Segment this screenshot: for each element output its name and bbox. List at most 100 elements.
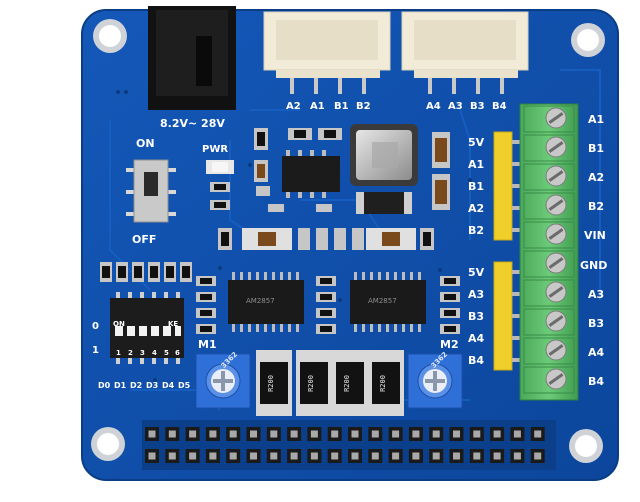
gpio-pin — [229, 452, 237, 460]
mounting-hole-bottom-right — [569, 429, 603, 463]
dip-row0-label: 0 — [92, 321, 99, 332]
dip-number: 4 — [152, 349, 157, 357]
pwr-led — [206, 160, 234, 174]
screw-slot — [548, 315, 564, 327]
dip-switch[interactable] — [110, 292, 184, 364]
terminal-slot — [523, 279, 575, 307]
gpio-pin — [371, 430, 379, 438]
dip-ke-label: KE — [168, 320, 179, 328]
pin-label: A1 — [310, 101, 325, 112]
screw-terminal-block — [519, 103, 579, 401]
pin-label: A4 — [426, 101, 441, 112]
gpio-pin — [270, 452, 278, 460]
terminal-slot — [523, 134, 575, 162]
dip-pin-label: D1 — [114, 381, 127, 390]
header-label: B4 — [468, 354, 485, 367]
terminal-label: A3 — [588, 288, 605, 301]
screw-slot — [548, 257, 564, 269]
gpio-pin — [331, 452, 339, 460]
motor-m2-label: M2 — [440, 338, 459, 351]
gpio-pin — [513, 430, 521, 438]
pin-label: A2 — [286, 101, 301, 112]
gpio-pin — [189, 452, 197, 460]
resistor-marking: R200 — [266, 375, 275, 392]
regulator-chip — [282, 150, 340, 198]
gpio-pin — [168, 430, 176, 438]
motor-connector-left — [263, 11, 391, 94]
gpio-pin — [473, 452, 481, 460]
screw-slot — [548, 344, 564, 356]
motor-connector-right — [401, 11, 529, 94]
pin-header-group-1 — [493, 131, 522, 241]
header-label: A4 — [468, 332, 485, 345]
terminal-label: A4 — [588, 346, 605, 359]
screw-slot — [548, 199, 564, 211]
gpio-pin — [189, 430, 197, 438]
gpio-pin — [513, 452, 521, 460]
gpio-pin — [168, 452, 176, 460]
gpio-pin — [392, 430, 400, 438]
screw-slot — [548, 112, 564, 124]
gpio-pin — [310, 430, 318, 438]
motor-m1-label: M1 — [198, 338, 217, 351]
power-slide-switch[interactable] — [126, 159, 176, 223]
terminal-label: A1 — [588, 113, 605, 126]
screw-slot — [548, 228, 564, 240]
terminal-label: B3 — [588, 317, 605, 330]
gpio-pin — [351, 430, 359, 438]
potentiometer-m1[interactable] — [195, 353, 251, 409]
terminal-label: A2 — [588, 171, 605, 184]
potentiometer-m2[interactable] — [407, 353, 463, 409]
terminal-label: B2 — [588, 200, 605, 213]
mounting-hole-top-right — [571, 23, 605, 57]
header-label: 5V — [468, 136, 485, 149]
gpio-pin — [412, 430, 420, 438]
resistor-marking: R200 — [342, 375, 351, 392]
header-label: A3 — [468, 288, 485, 301]
gpio-pin — [209, 430, 217, 438]
screw-slot — [548, 373, 564, 385]
diode — [356, 192, 412, 214]
dip-pin-label: D0 — [98, 381, 111, 390]
driver-chip-right — [350, 272, 426, 332]
header-label: 5V — [468, 266, 485, 279]
power-inductor — [350, 124, 418, 186]
pwr-label: PWR — [202, 144, 229, 155]
dip-pin-label: D3 — [146, 381, 159, 390]
header-label: B2 — [468, 224, 485, 237]
terminal-slot — [523, 337, 575, 365]
gpio-pin — [392, 452, 400, 460]
dip-pin-label: D5 — [178, 381, 191, 390]
terminal-slot — [523, 366, 575, 394]
pin-label: A3 — [448, 101, 463, 112]
input-voltage-label: 8.2V~ 28V — [160, 117, 225, 130]
header-label: A2 — [468, 202, 485, 215]
gpio-pin — [371, 452, 379, 460]
terminal-label: B4 — [588, 375, 605, 388]
gpio-pin — [148, 452, 156, 460]
gpio-pin — [148, 430, 156, 438]
resistor-marking: R200 — [306, 375, 315, 392]
gpio-pin — [290, 452, 298, 460]
gpio-pin — [229, 430, 237, 438]
terminal-slot — [523, 192, 575, 220]
terminal-label: VIN — [584, 229, 606, 242]
resistor-marking: R200 — [378, 375, 387, 392]
gpio-pin — [473, 430, 481, 438]
gpio-pin — [534, 430, 542, 438]
terminal-label: GND — [580, 259, 608, 272]
switch-off-label: OFF — [132, 233, 157, 246]
terminal-label: B1 — [588, 142, 605, 155]
dip-number: 6 — [175, 349, 180, 357]
gpio-pin — [412, 452, 420, 460]
gpio-pin — [351, 452, 359, 460]
pin-label: B4 — [492, 101, 507, 112]
gpio-pin — [250, 430, 257, 438]
header-label: B3 — [468, 310, 485, 323]
screw-slot — [548, 141, 564, 153]
gpio-pin — [453, 430, 460, 438]
dip-number: 3 — [140, 349, 145, 357]
gpio-pin — [310, 452, 318, 460]
gpio-pin — [493, 452, 501, 460]
